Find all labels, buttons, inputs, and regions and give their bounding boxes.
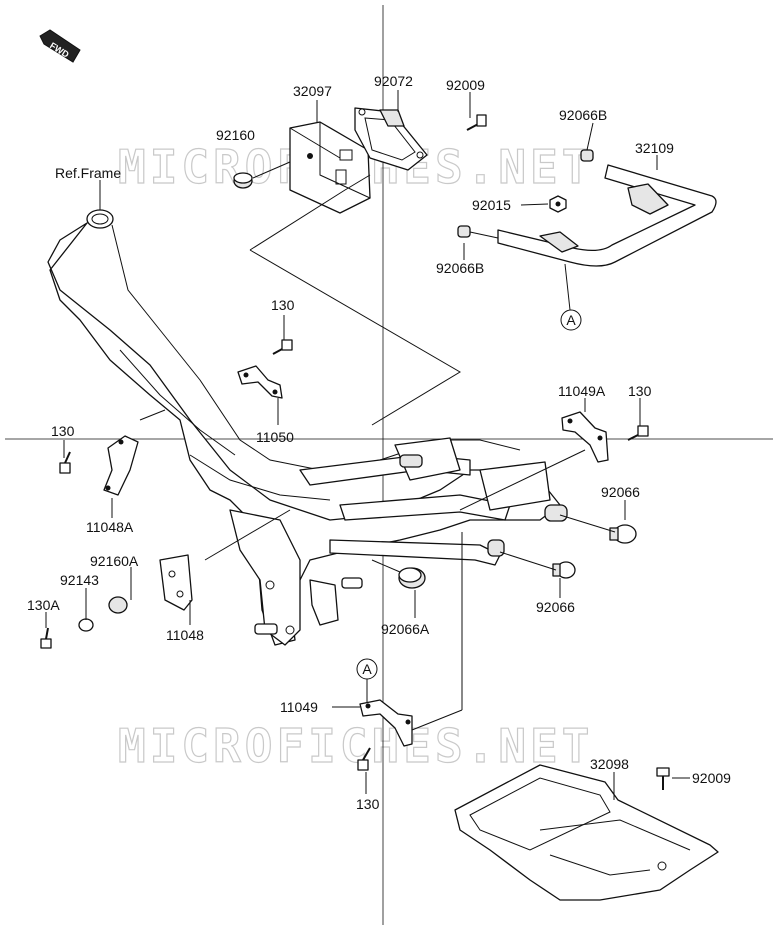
label-11050: 11050 [256,429,294,445]
bolt-130-mid[interactable] [272,339,293,355]
callout-a-bottom: A [356,658,378,702]
label-92066b-bottom: 92066B [436,260,484,276]
label-130-bottom: 130 [356,796,380,812]
label-92160a: 92160A [90,553,139,569]
grab-bar-32109[interactable] [497,164,717,267]
bracket-92072[interactable] [354,107,428,171]
grommet-92160a[interactable] [108,596,128,614]
bolt-130-right[interactable] [627,425,649,441]
bolt-130a[interactable] [40,627,52,649]
label-130-mid: 130 [271,297,295,313]
nut-92015[interactable] [549,195,567,213]
ref-frame-label: Ref.Frame [55,165,121,181]
label-92009-top: 92009 [446,77,485,93]
label-11048: 11048 [166,627,204,643]
plug-92066-right[interactable] [609,524,637,544]
screw-92009-top[interactable] [466,114,487,131]
bracket-11048a[interactable] [103,435,139,496]
label-92009-bottom: 92009 [692,770,731,786]
cap-92066b-bottom[interactable] [457,225,471,238]
label-92066-lower: 92066 [536,599,575,615]
plug-92066-lower[interactable] [552,561,576,579]
main-frame[interactable] [47,209,568,646]
label-130-right: 130 [628,383,652,399]
label-32109: 32109 [635,140,674,156]
label-92066-right: 92066 [601,484,640,500]
label-92072: 92072 [374,73,413,89]
label-92066b-top: 92066B [559,107,607,123]
label-11048a: 11048A [86,519,134,535]
under-cover-32098[interactable] [454,764,719,901]
label-92015: 92015 [472,197,511,213]
screw-92009-bottom[interactable] [656,767,670,790]
label-32097: 32097 [293,83,332,99]
svg-text:A: A [362,661,372,677]
svg-text:A: A [566,312,576,328]
cap-92066b-top[interactable] [580,149,594,162]
bolt-130-left[interactable] [59,451,71,474]
callout-a-top: A [560,309,582,331]
label-92143: 92143 [60,572,99,588]
label-130-left: 130 [51,423,75,439]
grommet-92160[interactable] [233,172,253,189]
bolt-130-bottom[interactable] [357,747,371,771]
cap-92066a[interactable] [398,567,426,589]
bracket-11049a[interactable] [561,411,609,463]
label-11049a: 11049A [558,383,606,399]
collar-92143[interactable] [78,618,94,632]
label-92066a: 92066A [381,621,430,637]
label-11049: 11049 [280,699,318,715]
ecu-box-32097[interactable] [289,121,371,214]
label-92160: 92160 [216,127,255,143]
bracket-11048[interactable] [159,554,193,611]
bracket-11050[interactable] [237,365,283,399]
watermark-bottom: MICROFICHES.NET [118,719,593,773]
part-labels: Ref.Frame 32097 92072 92009 92160 92066B… [27,73,731,812]
bracket-11049[interactable] [359,699,413,747]
fwd-arrow-icon: FWD [39,29,81,63]
label-32098: 32098 [590,756,629,772]
leader-lines [45,90,690,800]
label-130a: 130A [27,597,60,613]
